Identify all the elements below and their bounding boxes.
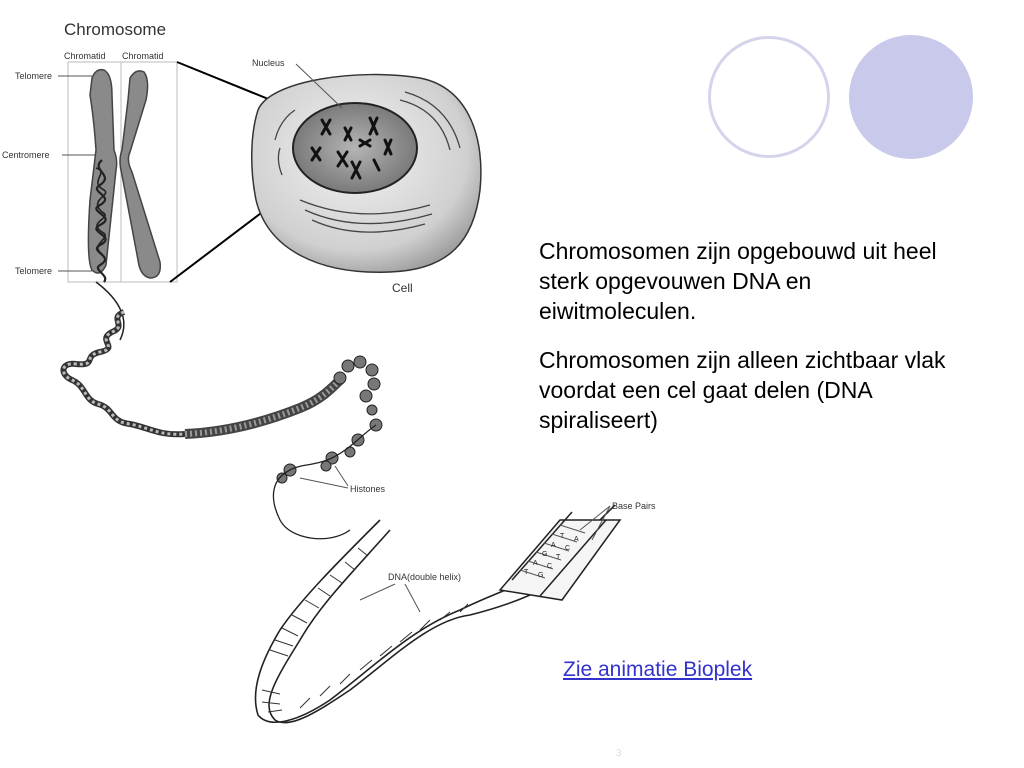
cell-illustration: [251, 73, 482, 273]
base-letter: C: [547, 563, 552, 570]
bioplek-animation-link[interactable]: Zie animatie Bioplek: [563, 658, 753, 681]
base-letter: C: [565, 545, 570, 552]
base-pairs-panel: [498, 511, 622, 601]
figure-title: Chromosome: [64, 20, 166, 39]
base-letter: G: [542, 551, 547, 558]
label-dna: DNA(double helix): [388, 572, 461, 582]
base-letter: A: [574, 536, 579, 543]
decorative-circle-filled: [849, 35, 973, 159]
chromatin-fiber: [60, 281, 344, 439]
paragraph-2: Chromosomen zijn alleen zichtbaar vlak v…: [539, 347, 946, 433]
base-letter: A: [551, 542, 556, 549]
base-letter: A: [533, 560, 538, 567]
label-cell: Cell: [392, 281, 413, 295]
chromosome-diagram: Chromosome Chromatid Chromatid Telomere …: [2, 20, 656, 724]
label-chromatid-left: Chromatid: [64, 51, 106, 61]
body-text: Chromosomen zijn opgebouwd uit heel ster…: [539, 236, 959, 454]
page-number: 3: [616, 748, 622, 759]
decorative-circle-outline: [708, 36, 830, 158]
label-centromere: Centromere: [2, 150, 50, 160]
label-chromatid-right: Chromatid: [122, 51, 164, 61]
base-letter: G: [538, 572, 543, 579]
nucleosome-beads: [276, 355, 383, 484]
label-base-pairs: Base Pairs: [612, 501, 656, 511]
label-nucleus: Nucleus: [252, 58, 285, 68]
label-telomere-bottom: Telomere: [15, 266, 52, 276]
base-letter: T: [556, 554, 561, 561]
label-histones: Histones: [350, 484, 386, 494]
chromosome-shape: [87, 68, 162, 283]
base-letter: T: [560, 533, 565, 540]
paragraph-1: Chromosomen zijn opgebouwd uit heel ster…: [539, 238, 937, 324]
base-letter: T: [524, 569, 529, 576]
label-telomere-top: Telomere: [15, 71, 52, 81]
